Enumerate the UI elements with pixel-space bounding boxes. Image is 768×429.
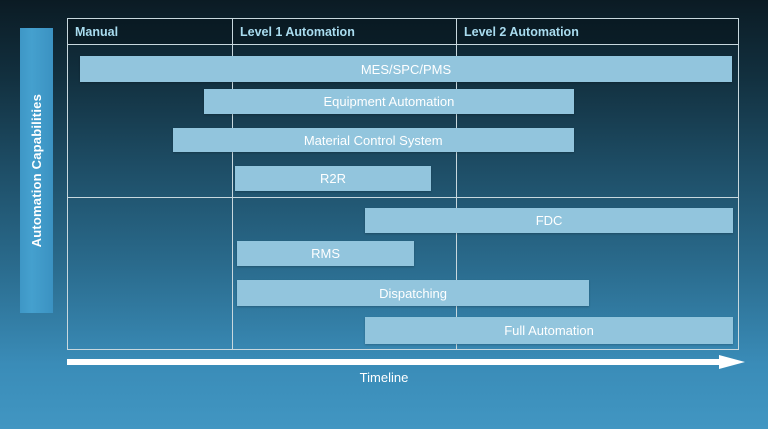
right-arrow-icon: [719, 355, 745, 369]
maturity-matrix-table: Manual Level 1 Automation Level 2 Automa…: [67, 18, 739, 350]
capability-bar[interactable]: RMS: [236, 241, 415, 266]
column-header-level2-label: Level 2 Automation: [464, 24, 579, 39]
capability-bar-label: RMS: [311, 246, 341, 261]
capability-bar[interactable]: MES/SPC/PMS: [80, 56, 732, 82]
capability-bar-label: Dispatching: [379, 285, 447, 301]
automation-capabilities-axis-band: Automation Capabilities: [20, 28, 53, 313]
column-header-manual-label: Manual: [75, 24, 119, 39]
capability-bar-label: FDC: [535, 213, 563, 228]
column-header-level1: Level 1 Automation: [232, 19, 456, 44]
column-header-manual: Manual: [68, 19, 232, 44]
capability-bar-label: R2R: [319, 171, 346, 186]
column-header-level2: Level 2 Automation: [456, 19, 738, 44]
capability-bar-label: Material Control System: [303, 132, 443, 148]
column-header-level1-label: Level 1 Automation: [240, 24, 355, 39]
section-divider: [68, 197, 738, 198]
capability-bar[interactable]: Material Control System: [172, 128, 574, 152]
timeline-arrow: [67, 355, 745, 369]
capability-bar[interactable]: Dispatching: [236, 280, 590, 306]
capability-bar-label: MES/SPC/PMS: [360, 61, 452, 77]
capability-bar[interactable]: FDC: [364, 208, 734, 233]
vertical-axis-label: Automation Capabilities: [29, 93, 44, 248]
table-header-row: Manual Level 1 Automation Level 2 Automa…: [68, 19, 738, 45]
capability-bar-label: Full Automation: [504, 323, 594, 338]
timeline-axis-label: Timeline: [359, 370, 409, 385]
capability-bar[interactable]: Equipment Automation: [204, 89, 574, 114]
capability-bar[interactable]: Full Automation: [364, 317, 734, 344]
timeline-arrow-shaft: [67, 359, 722, 365]
capability-bar-label: Equipment Automation: [323, 94, 455, 109]
capability-bar[interactable]: R2R: [234, 166, 432, 191]
